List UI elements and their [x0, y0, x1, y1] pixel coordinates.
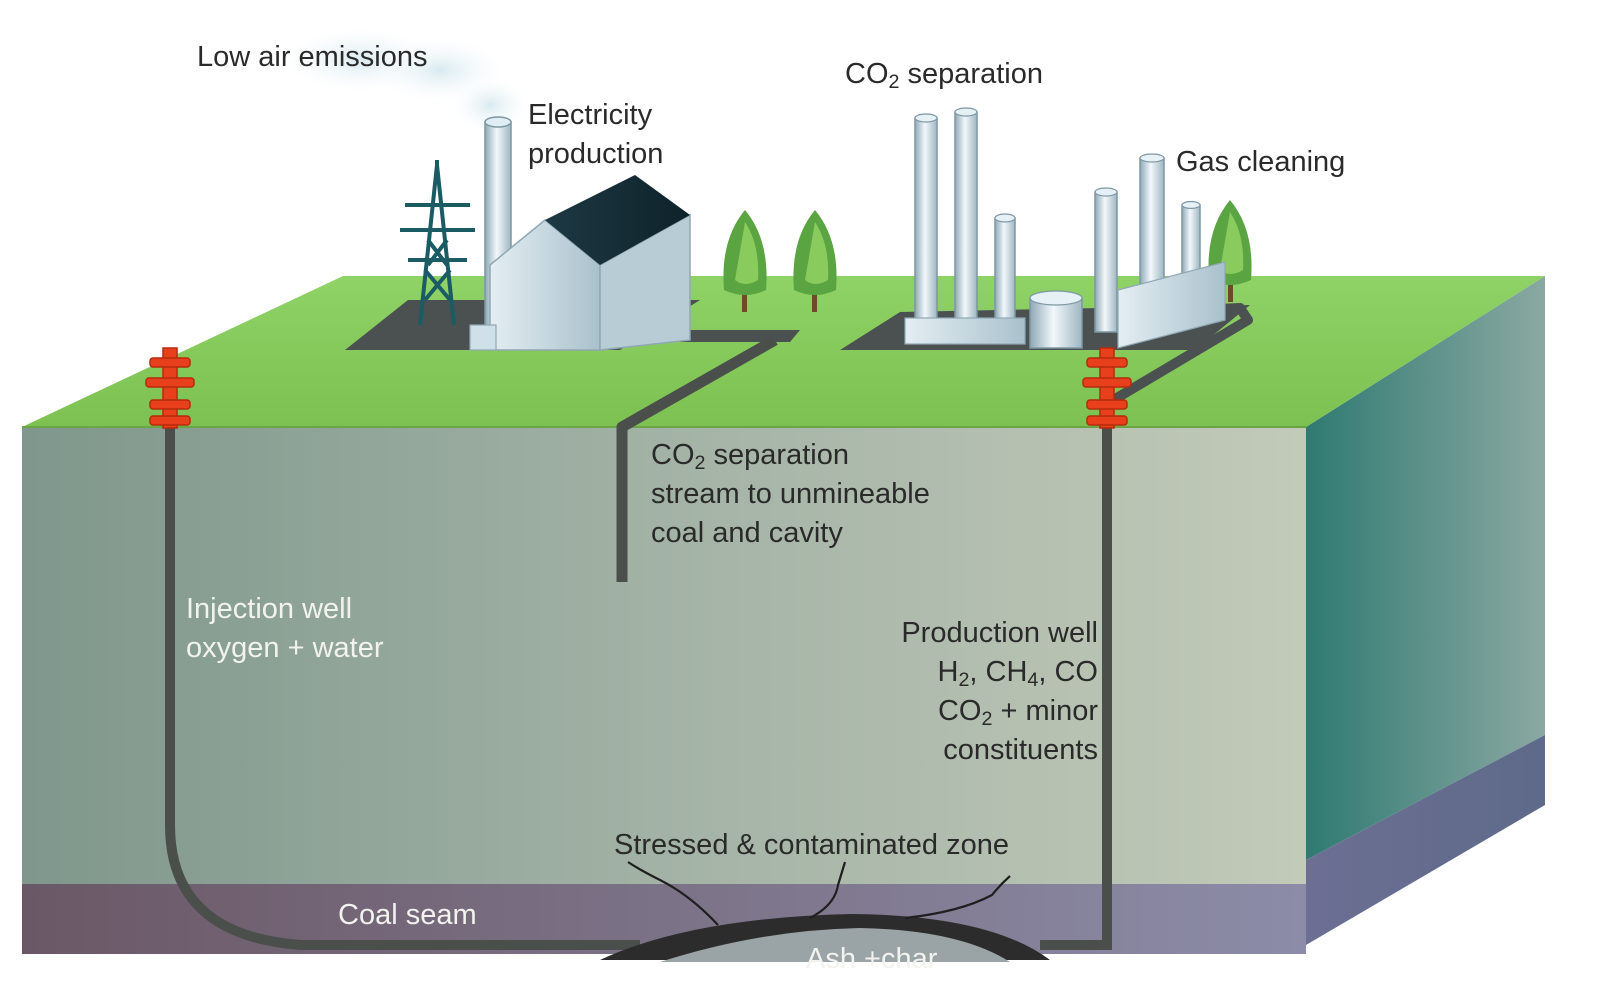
- tree-icon: [793, 210, 837, 312]
- stress-cracks: [627, 861, 1011, 926]
- label-ash-char: Ash +char: [806, 943, 938, 975]
- tree-icon: [723, 210, 767, 312]
- label-injection-well: Injection well oxygen + water: [186, 590, 383, 668]
- connecting-road: [680, 330, 800, 342]
- building-icon: [469, 175, 691, 351]
- block-front-face: [22, 427, 1306, 884]
- smoke-plume: [290, 30, 525, 130]
- co2-separation-plant: [904, 107, 1026, 345]
- label-production-line4: constituents: [943, 734, 1098, 766]
- label-co2-stream: CO2 separation stream to unmineable coal…: [651, 436, 930, 553]
- gas-cleaning-plant: [1094, 153, 1226, 349]
- label-low-air-emissions: Low air emissions: [197, 41, 428, 73]
- label-production-line2: H2, CH4, CO: [937, 656, 1098, 691]
- label-gas-cleaning: Gas cleaning: [1176, 146, 1346, 178]
- label-co2-stream-line1: CO2 separation: [651, 439, 849, 474]
- label-electricity-line2: production: [528, 138, 664, 170]
- label-coal-seam: Coal seam: [338, 899, 477, 931]
- storage-tank-icon: [1029, 290, 1083, 349]
- label-stressed-zone: Stressed & contaminated zone: [614, 829, 1009, 861]
- co2-injection-pipe: [616, 335, 778, 582]
- label-injection-line1: Injection well: [186, 593, 353, 625]
- block-side-face: [1306, 276, 1545, 860]
- ground-surface: [22, 276, 1545, 427]
- label-production-well: Production well H2, CH4, CO CO2 + minor …: [901, 614, 1098, 770]
- label-injection-line2: oxygen + water: [186, 632, 384, 664]
- wellhead-icon: [1082, 347, 1132, 429]
- block-side-coal: [1306, 735, 1545, 945]
- transmission-tower-icon: [400, 160, 475, 326]
- wellhead-icon: [145, 347, 195, 429]
- label-co2-stream-line2: stream to unmineable: [651, 478, 930, 510]
- label-production-line3: CO2 + minor: [937, 695, 1098, 730]
- label-co2-stream-line3: coal and cavity: [651, 517, 843, 549]
- label-co2-separation: CO2 separation: [845, 58, 1043, 93]
- label-production-line1: Production well: [901, 617, 1098, 649]
- production-well-pipe: [1040, 420, 1112, 950]
- label-electricity-production: Electricity production: [528, 96, 663, 174]
- injection-well-pipe: [165, 420, 640, 950]
- label-electricity-line1: Electricity: [528, 99, 653, 131]
